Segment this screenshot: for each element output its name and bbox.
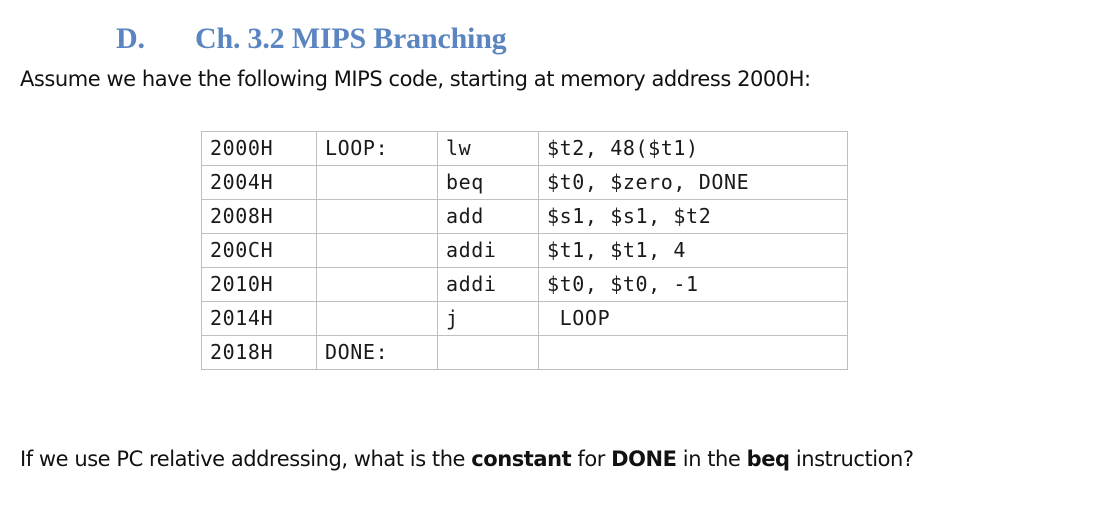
cell-opcode: lw xyxy=(437,131,539,166)
cell-address: 2014H xyxy=(201,301,317,336)
question-paragraph: If we use PC relative addressing, what i… xyxy=(20,444,1080,474)
table-row: 2000H LOOP: lw $t2, 48($t1) xyxy=(201,131,848,166)
cell-opcode: beq xyxy=(437,165,539,200)
cell-address: 2004H xyxy=(201,165,317,200)
heading-list-letter: D. xyxy=(116,22,145,55)
cell-operands: $t2, 48($t1) xyxy=(538,131,848,166)
cell-label xyxy=(316,233,438,268)
cell-address: 2018H xyxy=(201,335,317,370)
cell-label xyxy=(316,267,438,302)
mips-code-table-container: 2000H LOOP: lw $t2, 48($t1) 2004H beq $t… xyxy=(201,131,848,370)
cell-address: 2008H xyxy=(201,199,317,234)
question-emphasis-beq: beq xyxy=(746,447,790,471)
mips-code-table: 2000H LOOP: lw $t2, 48($t1) 2004H beq $t… xyxy=(201,131,848,370)
cell-label xyxy=(316,301,438,336)
cell-opcode: j xyxy=(437,301,539,336)
question-emphasis-constant: constant xyxy=(471,447,572,471)
table-row: 2010H addi $t0, $t0, -1 xyxy=(201,267,848,302)
cell-operands: $t0, $zero, DONE xyxy=(538,165,848,200)
cell-opcode xyxy=(437,335,539,370)
cell-label xyxy=(316,199,438,234)
cell-operands: LOOP xyxy=(538,301,848,336)
table-row: 2008H add $s1, $s1, $t2 xyxy=(201,199,848,234)
cell-operands xyxy=(538,335,848,370)
page-heading: D. Ch. 3.2 MIPS Branching xyxy=(116,18,1016,60)
mips-code-table-body: 2000H LOOP: lw $t2, 48($t1) 2004H beq $t… xyxy=(201,131,848,370)
question-text-part4: instruction? xyxy=(789,447,914,471)
cell-label: LOOP: xyxy=(316,131,438,166)
cell-label xyxy=(316,165,438,200)
table-row: 2004H beq $t0, $zero, DONE xyxy=(201,165,848,200)
cell-operands: $t0, $t0, -1 xyxy=(538,267,848,302)
cell-address: 2010H xyxy=(201,267,317,302)
cell-operands: $t1, $t1, 4 xyxy=(538,233,848,268)
cell-opcode: add xyxy=(437,199,539,234)
heading-title-text: Ch. 3.2 MIPS Branching xyxy=(195,22,507,55)
cell-label: DONE: xyxy=(316,335,438,370)
question-text-part1: If we use PC relative addressing, what i… xyxy=(20,447,472,471)
cell-address: 200CH xyxy=(201,233,317,268)
question-text-part2: for xyxy=(571,447,612,471)
table-row: 2018H DONE: xyxy=(201,335,848,370)
table-row: 2014H j LOOP xyxy=(201,301,848,336)
cell-address: 2000H xyxy=(201,131,317,166)
cell-opcode: addi xyxy=(437,267,539,302)
question-text-part3: in the xyxy=(676,447,747,471)
question-emphasis-done: DONE xyxy=(611,447,677,471)
table-row: 200CH addi $t1, $t1, 4 xyxy=(201,233,848,268)
cell-opcode: addi xyxy=(437,233,539,268)
intro-paragraph: Assume we have the following MIPS code, … xyxy=(20,67,811,91)
cell-operands: $s1, $s1, $t2 xyxy=(538,199,848,234)
